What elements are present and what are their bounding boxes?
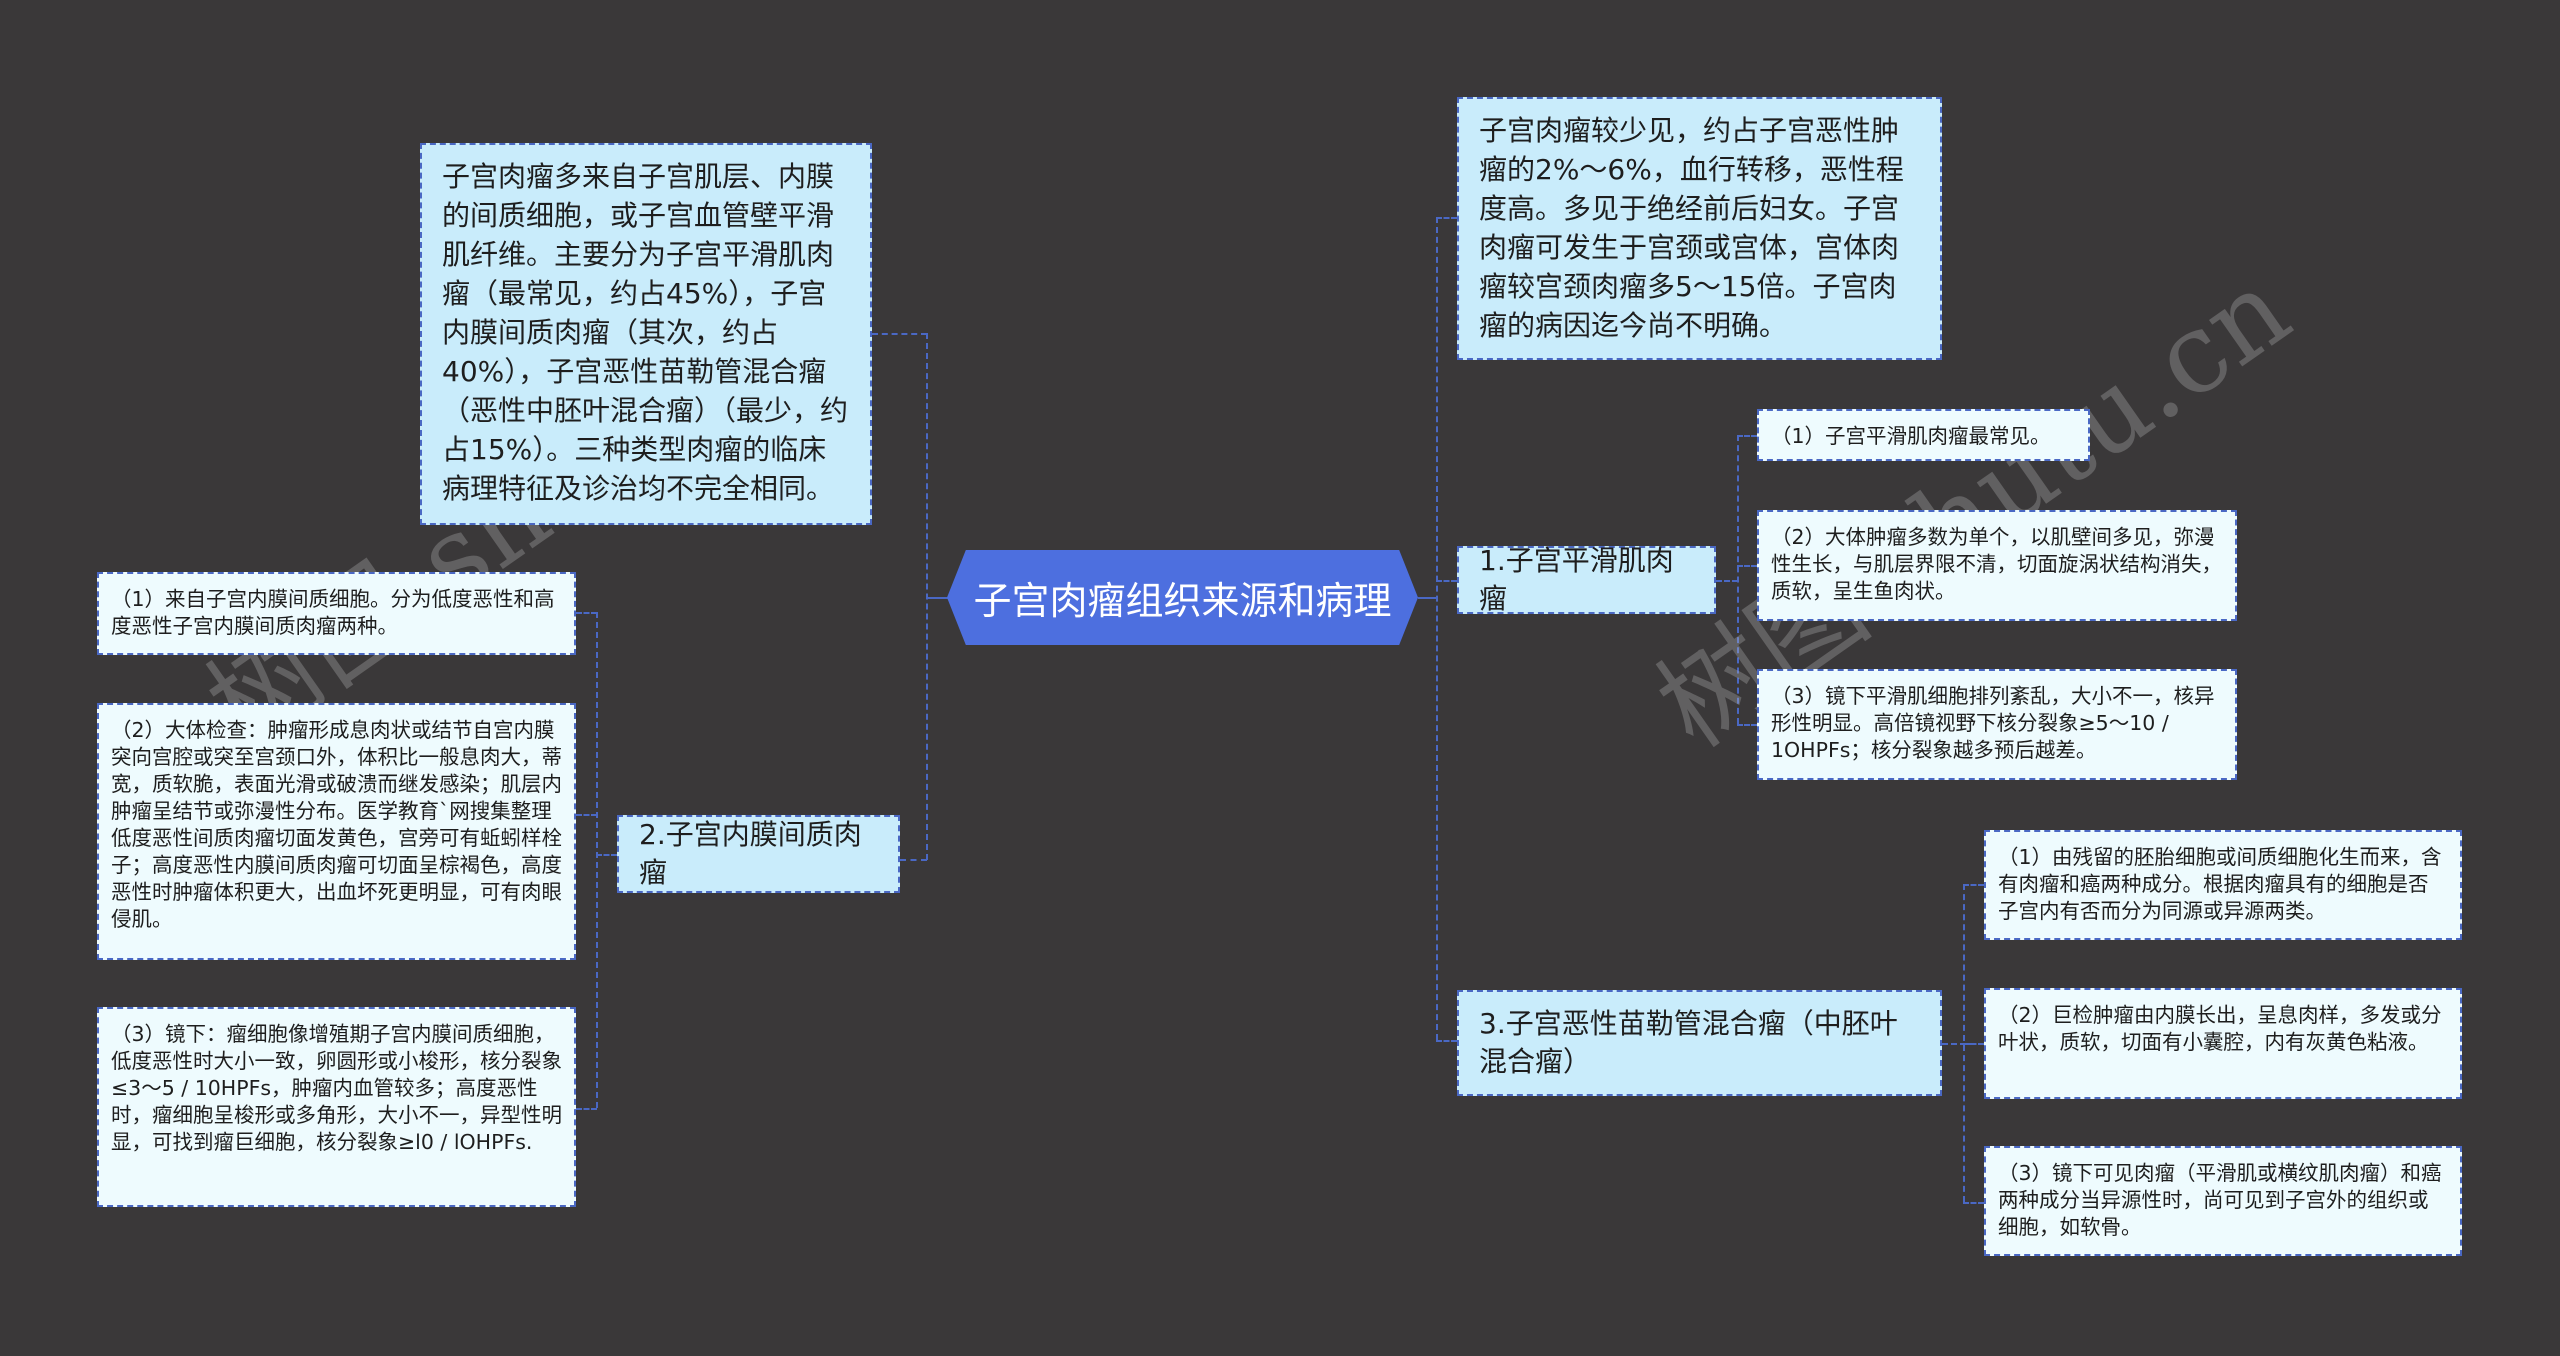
connector-right-branch3	[1436, 1040, 1457, 1042]
branch-label: 3.子宫恶性苗勒管混合瘤（中胚叶混合瘤）	[1479, 1007, 1898, 1078]
connector-root-left	[926, 597, 948, 599]
leaf-mullerian-3[interactable]: （3）镜下可见肉瘤（平滑肌或横纹肌肉瘤）和癌两种成分当异源性时，尚可见到子宫外的…	[1984, 1146, 2462, 1256]
leaf-text: （1）来自子宫内膜间质细胞。分为低度恶性和高度恶性子宫内膜间质肉瘤两种。	[111, 587, 555, 638]
branch-mullerian-mixed-tumor[interactable]: 3.子宫恶性苗勒管混合瘤（中胚叶混合瘤）	[1457, 990, 1942, 1096]
connector-leaf-r3-3	[1963, 1202, 1984, 1204]
leaf-endometrial-3[interactable]: （3）镜下：瘤细胞像增殖期子宫内膜间质细胞，低度恶性时大小一致，卵圆形或小梭形，…	[97, 1007, 576, 1207]
connector-leaf-r1-1	[1737, 435, 1757, 437]
leaf-leiomyosarcoma-1[interactable]: （1）子宫平滑肌肉瘤最常见。	[1757, 409, 2090, 461]
connector-root-right	[1418, 597, 1438, 599]
connector-leaf-l2	[576, 814, 597, 816]
connector-branch1-sub	[1716, 580, 1738, 582]
leaf-text: （2）大体检查：肿瘤形成息肉状或结节自宫内膜突向宫腔或突至宫颈口外，体积比一般息…	[111, 718, 562, 931]
leaf-text: （2）大体肿瘤多数为单个，以肌壁间多见，弥漫性生长，与肌层界限不清，切面旋涡状结…	[1771, 525, 2222, 603]
left-trunk	[926, 333, 928, 860]
leaf-text: （1）由残留的胚胎细胞或间质细胞化生而来，含有肉瘤和癌两种成分。根据肉瘤具有的细…	[1998, 845, 2442, 923]
leaf-mullerian-2[interactable]: （2）巨检肿瘤由内膜长出，呈息肉样，多发或分叶状，质软，切面有小囊腔，内有灰黄色…	[1984, 988, 2462, 1099]
leaf-leiomyosarcoma-3[interactable]: （3）镜下平滑肌细胞排列紊乱，大小不一，核异形性明显。高倍镜视野下核分裂象≥5～…	[1757, 669, 2237, 780]
leaf-mullerian-1[interactable]: （1）由残留的胚胎细胞或间质细胞化生而来，含有肉瘤和癌两种成分。根据肉瘤具有的细…	[1984, 830, 2462, 940]
branch-label: 1.子宫平滑肌肉瘤	[1479, 544, 1674, 615]
connector-right-desc	[1436, 217, 1457, 219]
branch-label: 2.子宫内膜间质肉瘤	[639, 818, 862, 889]
branch-endometrial-stromal-sarcoma[interactable]: 2.子宫内膜间质肉瘤	[617, 815, 900, 893]
branch-leiomyosarcoma[interactable]: 1.子宫平滑肌肉瘤	[1457, 544, 1716, 615]
connector-leaf-r1-2	[1737, 565, 1757, 567]
left-subtrunk	[596, 612, 598, 1108]
leaf-text: （2）巨检肿瘤由内膜长出，呈息肉样，多发或分叶状，质软，切面有小囊腔，内有灰黄色…	[1998, 1003, 2442, 1054]
leaf-text: （1）子宫平滑肌肉瘤最常见。	[1771, 424, 2051, 448]
leaf-endometrial-1[interactable]: （1）来自子宫内膜间质细胞。分为低度恶性和高度恶性子宫内膜间质肉瘤两种。	[97, 572, 576, 655]
connector-leaf-r3-2	[1963, 1043, 1984, 1045]
right-description-text: 子宫肉瘤较少见，约占子宫恶性肿瘤的2%～6%，血行转移，恶性程度高。多见于绝经前…	[1479, 114, 1904, 342]
connector-right-branch1	[1436, 580, 1457, 582]
right-trunk	[1436, 217, 1438, 1040]
left-description-text: 子宫肉瘤多来自子宫肌层、内膜的间质细胞，或子宫血管壁平滑肌纤维。主要分为子宫平滑…	[442, 160, 849, 505]
connector-branch2-sub	[596, 854, 617, 856]
leaf-leiomyosarcoma-2[interactable]: （2）大体肿瘤多数为单个，以肌壁间多见，弥漫性生长，与肌层界限不清，切面旋涡状结…	[1757, 510, 2237, 621]
connector-left-desc	[872, 333, 927, 335]
connector-leaf-l3	[576, 1108, 597, 1110]
left-description-node[interactable]: 子宫肉瘤多来自子宫肌层、内膜的间质细胞，或子宫血管壁平滑肌纤维。主要分为子宫平滑…	[420, 143, 872, 525]
right-subtrunk-1	[1737, 435, 1739, 724]
connector-leaf-l1	[576, 612, 597, 614]
leaf-endometrial-2[interactable]: （2）大体检查：肿瘤形成息肉状或结节自宫内膜突向宫腔或突至宫颈口外，体积比一般息…	[97, 703, 576, 960]
root-label: 子宫肉瘤组织来源和病理	[973, 579, 1392, 623]
leaf-text: （3）镜下：瘤细胞像增殖期子宫内膜间质细胞，低度恶性时大小一致，卵圆形或小梭形，…	[111, 1022, 562, 1154]
leaf-text: （3）镜下可见肉瘤（平滑肌或横纹肌肉瘤）和癌两种成分当异源性时，尚可见到子宫外的…	[1998, 1161, 2442, 1239]
leaf-text: （3）镜下平滑肌细胞排列紊乱，大小不一，核异形性明显。高倍镜视野下核分裂象≥5～…	[1771, 684, 2215, 762]
connector-leaf-r3-1	[1963, 884, 1984, 886]
connector-leaf-r1-3	[1737, 724, 1757, 726]
connector-left-branch2	[900, 859, 927, 861]
right-description-node[interactable]: 子宫肉瘤较少见，约占子宫恶性肿瘤的2%～6%，血行转移，恶性程度高。多见于绝经前…	[1457, 97, 1942, 360]
root-node[interactable]: 子宫肉瘤组织来源和病理	[947, 550, 1418, 645]
